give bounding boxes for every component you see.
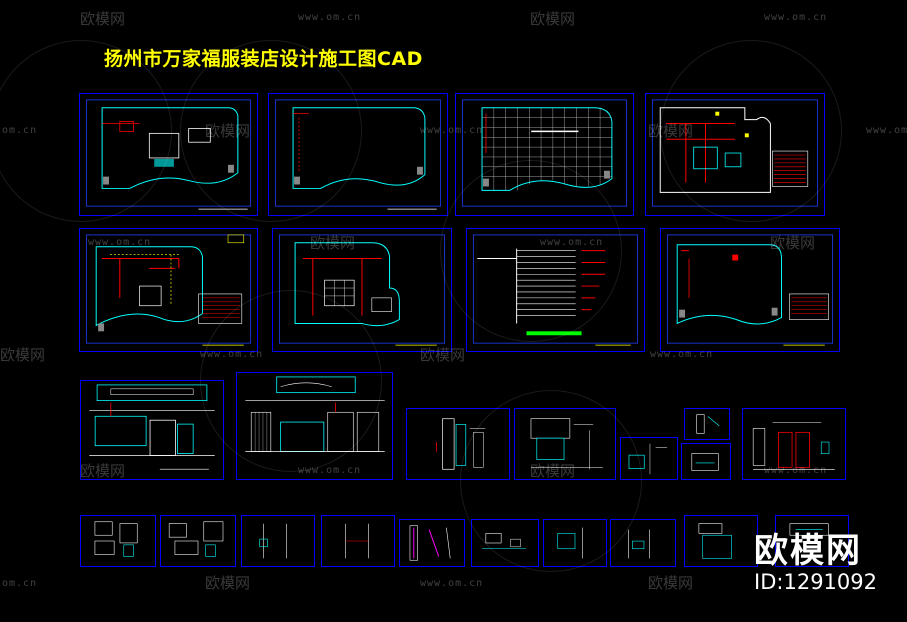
ceiling-grid-drawing [461, 99, 628, 207]
watermark-url: om.cn [2, 125, 38, 136]
detail-drawing [436, 418, 486, 470]
detail-drawing [530, 418, 603, 470]
detail-drawing [696, 414, 720, 434]
sheet-furniture-plan[interactable] [645, 93, 825, 216]
node-drawing [409, 525, 451, 561]
sheet-node-2[interactable] [160, 515, 236, 567]
watermark-url: www.om.cn [866, 125, 907, 136]
floor-plan-drawing [274, 99, 442, 210]
wall-plan-drawing [666, 234, 834, 346]
model-id: ID:1291092 [754, 570, 877, 594]
watermark-brand: 欧模网 [80, 10, 126, 28]
sheet-detail-2[interactable] [514, 408, 616, 480]
furniture-plan-drawing [651, 99, 819, 207]
node-drawing [259, 523, 287, 559]
watermark-brand: 欧模网 [205, 574, 251, 592]
sheet-detail-4[interactable] [684, 408, 730, 440]
sheet-floor-plan-1[interactable] [79, 93, 258, 216]
watermark-brand: 欧模网 [0, 346, 46, 364]
detail-drawing [691, 453, 719, 471]
brand-badge: 欧模网 ID:1291092 [754, 532, 877, 594]
watermark-url: www.om.cn [420, 578, 484, 589]
floor-plan-drawing [85, 99, 252, 210]
sheet-node-6[interactable] [471, 519, 539, 567]
watermark-url: www.om.cn [298, 12, 362, 23]
brand-name: 欧模网 [754, 531, 863, 571]
sheet-node-9[interactable] [684, 515, 758, 567]
electrical-plan-drawing [85, 234, 252, 346]
node-drawing [557, 527, 583, 559]
sheet-node-4[interactable] [321, 515, 395, 567]
sheet-detail-3[interactable] [620, 437, 678, 480]
detail-drawing [628, 443, 668, 475]
watermark-brand: 欧模网 [648, 574, 694, 592]
sheet-electrical-plan-1[interactable] [79, 228, 258, 352]
elevation-drawing [89, 384, 215, 470]
sheet-node-3[interactable] [241, 515, 315, 567]
node-drawing [94, 521, 138, 557]
sheet-elevation-2[interactable] [236, 372, 393, 480]
node-drawing [482, 533, 527, 550]
node-drawing [168, 521, 224, 557]
sheet-distribution-system[interactable] [466, 228, 645, 352]
node-drawing [628, 529, 650, 559]
sheet-electrical-plan-2[interactable] [272, 228, 452, 352]
watermark-url: om.cn [2, 578, 38, 589]
watermark-brand: 欧模网 [530, 10, 576, 28]
sheet-ceiling-grid[interactable] [455, 93, 634, 216]
sheet-node-10[interactable] [775, 515, 849, 567]
node-drawing [345, 523, 369, 559]
sheet-floor-plan-2[interactable] [268, 93, 448, 216]
sheet-node-7[interactable] [543, 519, 607, 567]
electrical-plan-drawing [278, 234, 446, 346]
sheet-node-8[interactable] [610, 519, 676, 567]
distribution-diagram [472, 234, 639, 346]
sheet-node-1[interactable] [80, 515, 156, 567]
sheet-detail-1[interactable] [406, 408, 510, 480]
watermark-url: www.om.cn [764, 12, 828, 23]
sheet-wall-plan[interactable] [660, 228, 840, 352]
sheet-detail-5[interactable] [681, 443, 731, 480]
sheet-door-elevation[interactable] [742, 408, 846, 480]
node-drawing [789, 523, 829, 536]
door-elevation-drawing [752, 422, 835, 470]
sheet-elevation-1[interactable] [80, 380, 224, 480]
drawing-title: 扬州市万家福服装店设计施工图CAD [104, 48, 423, 70]
node-drawing [698, 523, 732, 559]
sheet-node-5[interactable] [399, 519, 465, 567]
elevation-drawing [245, 376, 385, 452]
